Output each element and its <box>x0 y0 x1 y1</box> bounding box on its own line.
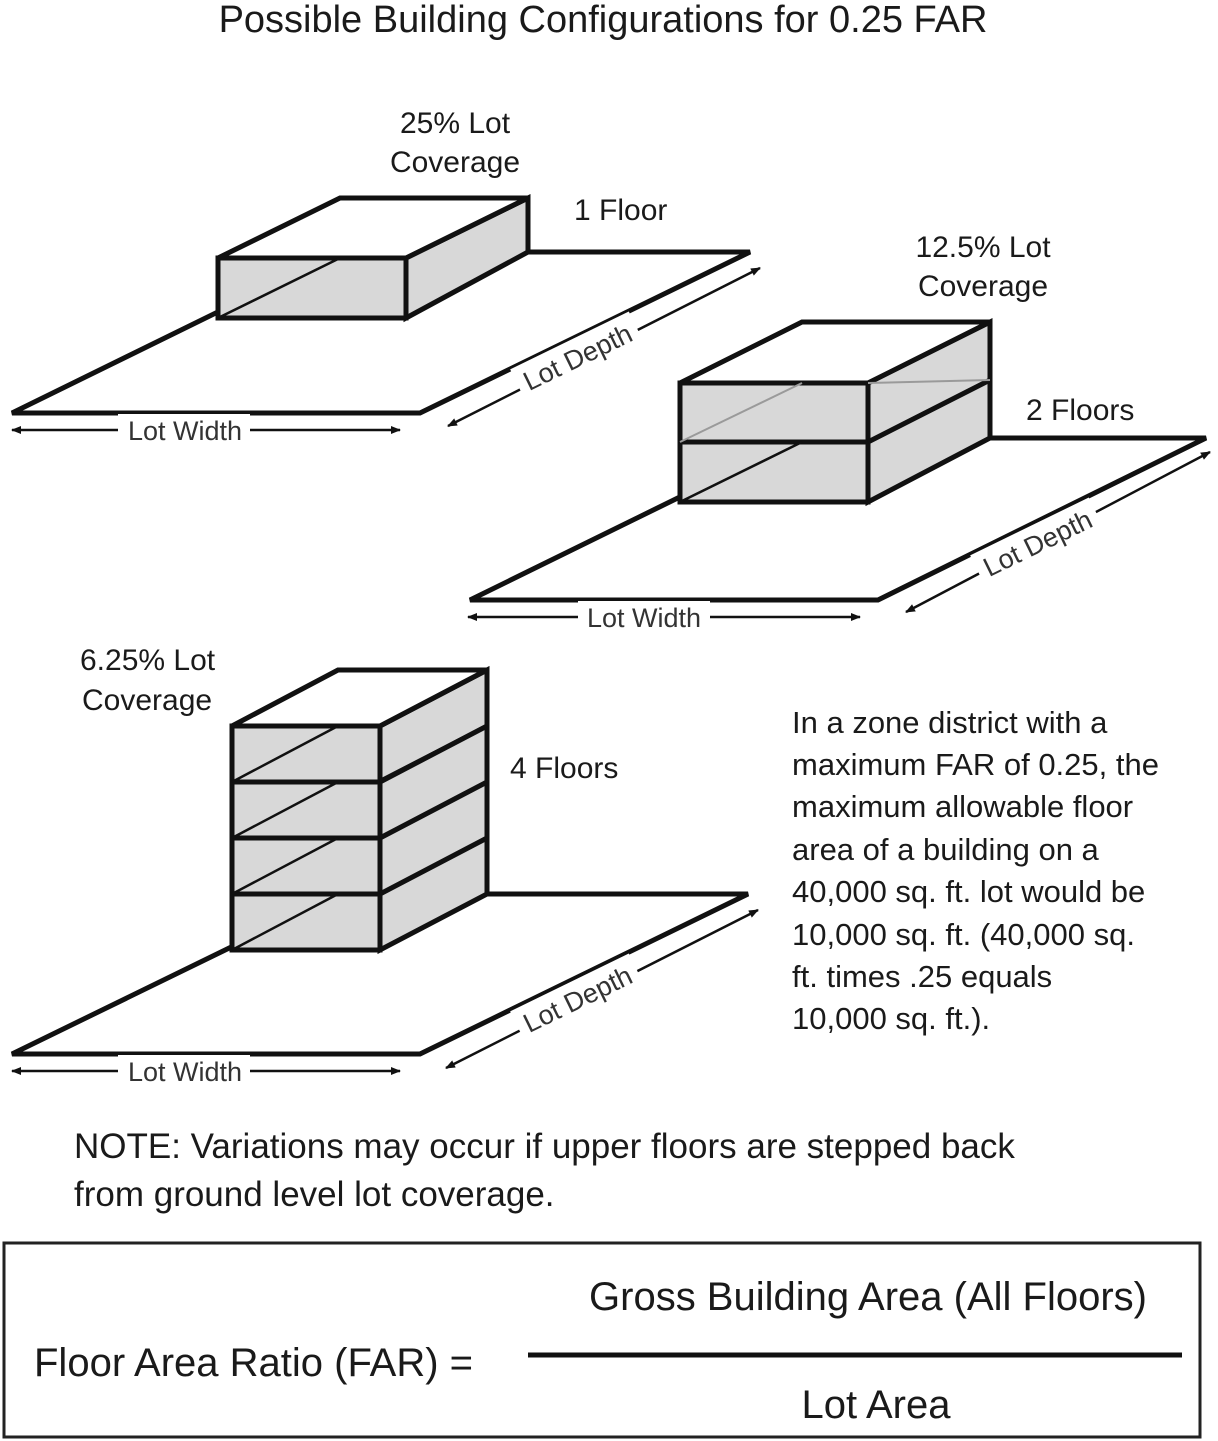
config-2-floors: Lot Width Lot Depth 12.5% Lot Coverage 2… <box>467 231 1211 633</box>
lot-width-label: Lot Width <box>128 1057 242 1087</box>
building-2-floors <box>677 317 993 507</box>
coverage-label-line2: Coverage <box>918 270 1048 303</box>
explanation-line: maximum FAR of 0.25, the <box>792 747 1159 782</box>
formula-lhs: Floor Area Ratio (FAR) = <box>34 1341 473 1385</box>
building-roof <box>230 667 489 729</box>
explanation-line: ft. times .25 equals <box>792 959 1052 994</box>
diagram-title: Possible Building Configurations for 0.2… <box>219 0 988 41</box>
floors-label: 4 Floors <box>510 752 618 785</box>
building-front-face <box>215 255 409 321</box>
lot-width-label: Lot Width <box>128 416 242 446</box>
formula-denominator: Lot Area <box>801 1383 951 1427</box>
building-roof <box>216 195 530 261</box>
coverage-label-line1: 6.25% Lot <box>80 644 216 677</box>
building-4-floors <box>229 665 490 955</box>
config-4-floors: Lot Width Lot Depth 6.25% Lot Coverage 4… <box>10 644 759 1087</box>
coverage-label-line2: Coverage <box>82 684 212 717</box>
coverage-label-line2: Coverage <box>390 146 520 179</box>
building-roof <box>678 319 992 386</box>
explanation-text: In a zone district with a maximum FAR of… <box>792 705 1159 1036</box>
explanation-line: 10,000 sq. ft. (40,000 sq. <box>792 917 1135 952</box>
formula-numerator: Gross Building Area (All Floors) <box>589 1275 1147 1319</box>
note-text: NOTE: Variations may occur if upper floo… <box>74 1127 1015 1214</box>
coverage-label-line1: 12.5% Lot <box>915 231 1051 264</box>
floors-label: 2 Floors <box>1026 394 1134 427</box>
coverage-label-line1: 25% Lot <box>400 107 511 140</box>
explanation-line: area of a building on a <box>792 832 1100 867</box>
lot-width-label: Lot Width <box>587 603 701 633</box>
explanation-line: maximum allowable floor <box>792 789 1133 824</box>
explanation-line: In a zone district with a <box>792 705 1108 740</box>
note-line: NOTE: Variations may occur if upper floo… <box>74 1127 1015 1166</box>
explanation-line: 40,000 sq. ft. lot would be <box>792 874 1145 909</box>
config-1-floor: Lot Width Lot Depth 25% Lot Coverage 1 F… <box>10 107 761 446</box>
explanation-line: 10,000 sq. ft.). <box>792 1001 990 1036</box>
note-line: from ground level lot coverage. <box>74 1175 555 1214</box>
floors-label: 1 Floor <box>574 194 667 227</box>
far-formula-box: Floor Area Ratio (FAR) = Gross Building … <box>2 1241 1202 1439</box>
formula-frame <box>2 1241 1202 1439</box>
